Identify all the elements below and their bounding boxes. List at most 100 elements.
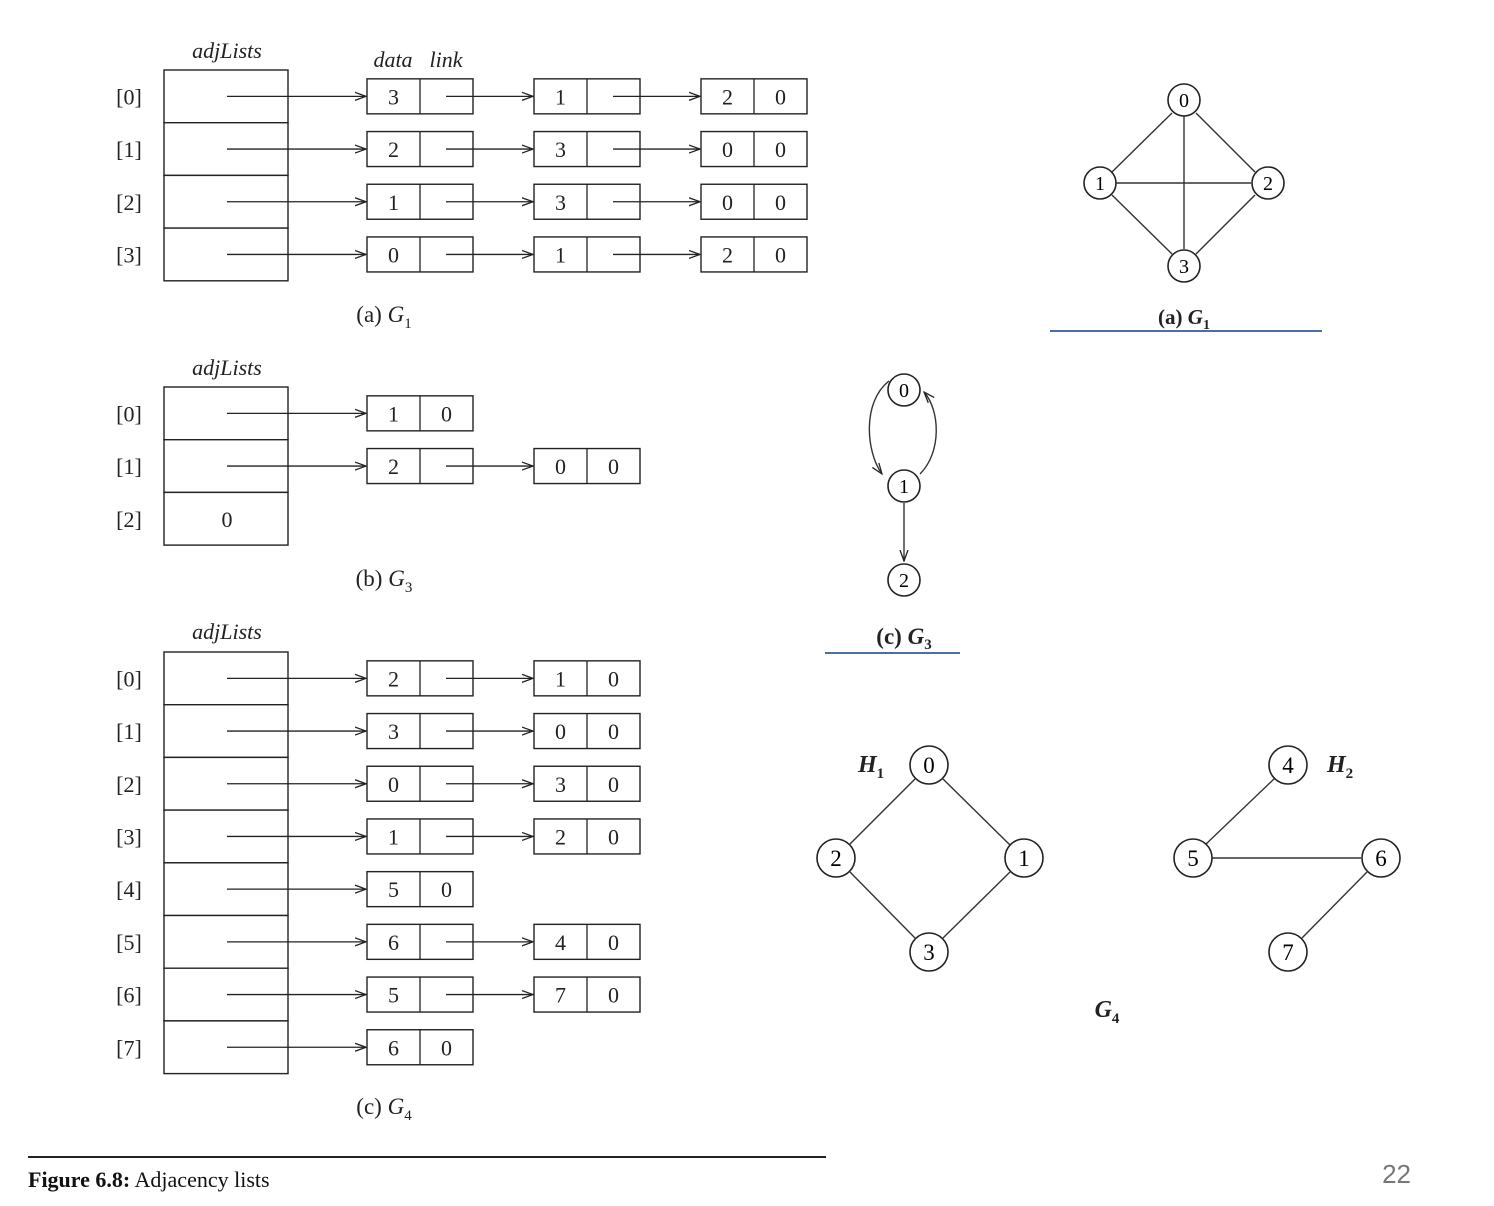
node-data-value: 0 (388, 772, 399, 797)
node-data-value: 3 (555, 137, 566, 162)
g1-vertex-2: 2 (1251, 166, 1285, 200)
caption-var: G (388, 302, 405, 327)
node-data-value: 1 (388, 190, 399, 215)
g1-edge-0-2 (1195, 112, 1256, 173)
caption-prefix: (a) (356, 302, 387, 327)
g3-vertex-1-label: 1 (899, 476, 909, 498)
node-data-value: 1 (388, 824, 399, 849)
figure-caption-label: Figure 6.8: (28, 1167, 130, 1192)
g4-vertex-3-label: 3 (923, 940, 935, 965)
list-node: 0 (366, 236, 533, 273)
node-link-value: 0 (608, 666, 619, 691)
null-pointer-value: 0 (222, 507, 233, 532)
adjlist-row: [2]0 (116, 491, 289, 546)
list-node: 2 (366, 447, 533, 485)
g4-vertex-1: 1 (1004, 838, 1044, 878)
g4-vertex-5: 5 (1173, 838, 1213, 878)
adjlists-header: adjLists (192, 355, 262, 380)
g3-caption-var: G (908, 624, 925, 649)
node-data-value: 2 (388, 137, 399, 162)
g3-vertex-0-label: 0 (899, 380, 909, 402)
list-node: 3 (366, 78, 533, 115)
row-index-label: [1] (116, 454, 142, 479)
node-link-value: 0 (775, 242, 786, 267)
caption-prefix: (b) (356, 566, 389, 591)
caption-prefix: (c) (356, 1094, 387, 1119)
node-data-value: 1 (555, 84, 566, 109)
row-index-label: [5] (116, 930, 142, 955)
node-link-value: 0 (608, 930, 619, 955)
node-data-value: 0 (722, 137, 733, 162)
g4-vertex-0: 0 (909, 745, 949, 785)
row-index-label: [3] (116, 242, 142, 267)
g4-edge-0-1 (942, 778, 1011, 846)
list-node: 1 (533, 78, 700, 115)
list-node: 3 (366, 712, 533, 750)
g3-edge-0-1 (868, 380, 890, 474)
caption-var: G (388, 1094, 405, 1119)
data-field-label: data (373, 47, 412, 72)
node-link-value: 0 (775, 137, 786, 162)
h2-label-sub: 2 (1346, 766, 1354, 782)
graph-g4: 0 1 2 3 4 5 6 7 H1 H2 G4 (816, 745, 1401, 1027)
g1-caption-prefix: (a) (1158, 305, 1188, 329)
adjlists-header: adjLists (192, 619, 262, 644)
h1-label-var: H (857, 752, 878, 778)
g4-vertex-7-label: 7 (1282, 940, 1294, 965)
node-data-value: 0 (722, 190, 733, 215)
row-index-label: [2] (116, 190, 142, 215)
g4-vertex-3: 3 (909, 932, 949, 972)
node-link-value: 0 (775, 190, 786, 215)
g1-edge-1-3 (1111, 194, 1173, 255)
node-link-value: 0 (608, 983, 619, 1008)
h1-label-sub: 1 (877, 766, 885, 782)
g1-caption-var: G (1188, 305, 1203, 329)
row-index-label: [0] (116, 84, 142, 109)
figure-caption: Figure 6.8: Adjacency lists (28, 1167, 270, 1192)
graph-g1: 0 1 2 3 (a) G1 (1050, 83, 1322, 333)
diagram-caption: (c) G4 (356, 1094, 412, 1124)
node-data-value: 2 (722, 84, 733, 109)
list-node: 1 (533, 236, 700, 273)
node-data-value: 5 (388, 877, 399, 902)
list-node: 1 (366, 818, 533, 855)
g1-edge-2-3 (1195, 194, 1256, 255)
caption-var: G (388, 566, 405, 591)
node-data-value: 7 (555, 983, 566, 1008)
list-node: 3 (533, 183, 700, 220)
g4-caption-var: G (1095, 997, 1113, 1023)
g1-vertex-0-label: 0 (1179, 90, 1189, 112)
node-link-value: 0 (441, 401, 452, 426)
g4-edge-1-3 (942, 871, 1011, 939)
g4-vertex-6-label: 6 (1375, 846, 1387, 871)
row-index-label: [3] (116, 824, 142, 849)
caption-sub: 3 (405, 580, 413, 596)
node-data-value: 6 (388, 1035, 399, 1060)
row-index-label: [1] (116, 719, 142, 744)
row-index-label: [2] (116, 772, 142, 797)
node-data-value: 2 (388, 666, 399, 691)
node-link-value: 0 (441, 1035, 452, 1060)
list-node: 6 (366, 923, 533, 961)
